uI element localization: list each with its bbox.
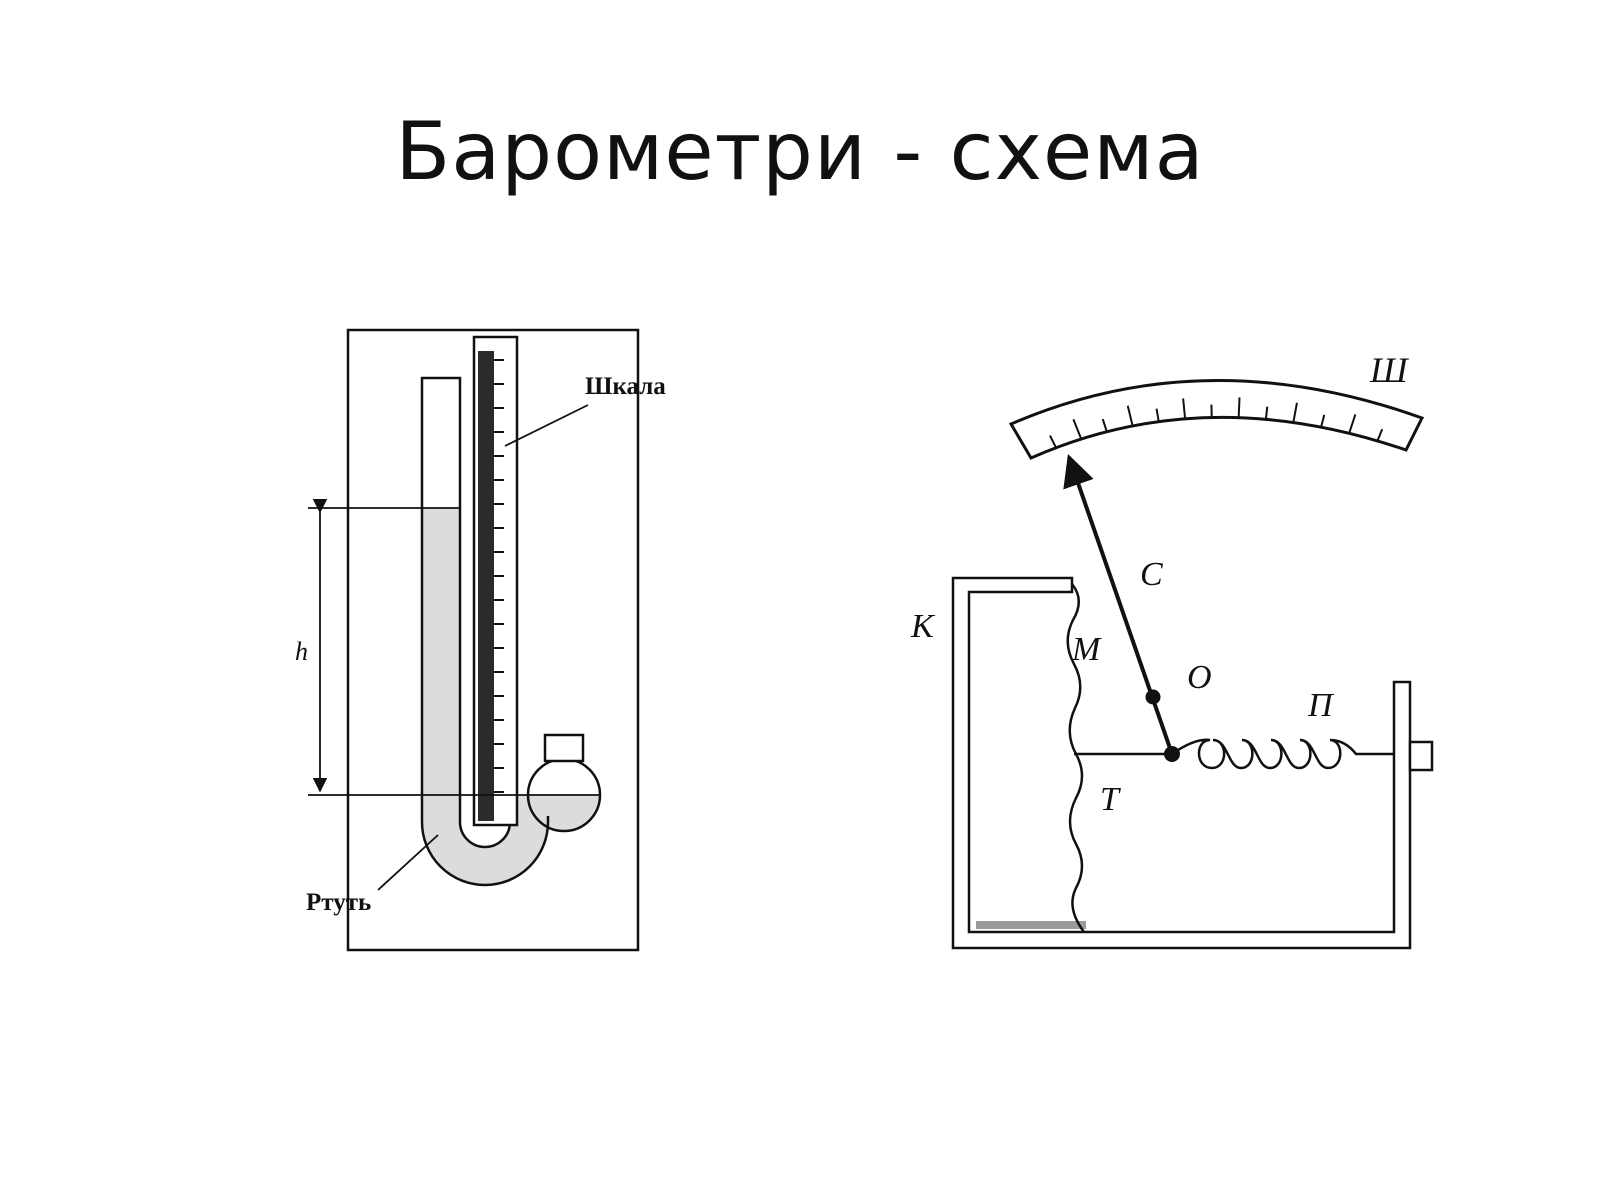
spring xyxy=(1171,738,1394,770)
u-bend-outer xyxy=(420,816,550,887)
scale-leader-line xyxy=(504,404,589,447)
mercury-leader-line xyxy=(377,834,439,891)
dial-tick xyxy=(1101,418,1108,433)
dial-tick xyxy=(1019,438,1032,459)
box-outer xyxy=(951,576,1412,950)
dial-ticks xyxy=(1019,397,1416,459)
dial-tick xyxy=(1237,397,1241,418)
dial-tick xyxy=(1049,435,1057,449)
pivot-label: О xyxy=(1187,659,1212,696)
dial-tick xyxy=(1348,414,1357,434)
barometer-board xyxy=(346,328,640,952)
rod-label: Т xyxy=(1100,781,1121,818)
mercury-bulb-fill xyxy=(528,795,600,831)
scale-label: Шкала xyxy=(585,373,666,400)
box-label: К xyxy=(910,608,936,645)
adjust-screw xyxy=(1408,740,1434,772)
dial-tick xyxy=(1376,428,1384,442)
slide-title: Барометри - схема xyxy=(395,105,1205,198)
scale-bar-fill xyxy=(478,351,494,821)
dial-scale xyxy=(1008,378,1425,460)
dial-tick xyxy=(1292,402,1298,423)
dial-tick xyxy=(1155,408,1160,422)
membrane-label: М xyxy=(1071,631,1102,668)
spring-label: П xyxy=(1307,687,1335,724)
bulb-neck xyxy=(543,733,585,763)
dial-tick xyxy=(1126,405,1134,427)
pointer-needle xyxy=(1063,453,1174,755)
mercury-label: Ртуть xyxy=(306,889,371,916)
mercury-barometer: h Шкала Ртуть xyxy=(295,328,666,952)
dial-tick xyxy=(1405,431,1416,451)
needle-label: С xyxy=(1140,556,1163,593)
scale-ticks xyxy=(494,359,504,793)
u-bend-inner xyxy=(458,795,512,849)
glass-tube xyxy=(420,376,462,822)
dial-tick xyxy=(1072,418,1083,440)
dial-label: Ш xyxy=(1369,350,1410,390)
dial-tick xyxy=(1264,406,1269,420)
dial-tick xyxy=(1320,414,1326,428)
dial-tick xyxy=(1182,398,1187,419)
mercury-column xyxy=(422,508,460,798)
box-base-plate xyxy=(976,921,1086,929)
aneroid-barometer: Ш С К М О П Т xyxy=(910,350,1434,950)
pivot-point xyxy=(1145,689,1161,705)
height-label: h xyxy=(295,637,308,666)
